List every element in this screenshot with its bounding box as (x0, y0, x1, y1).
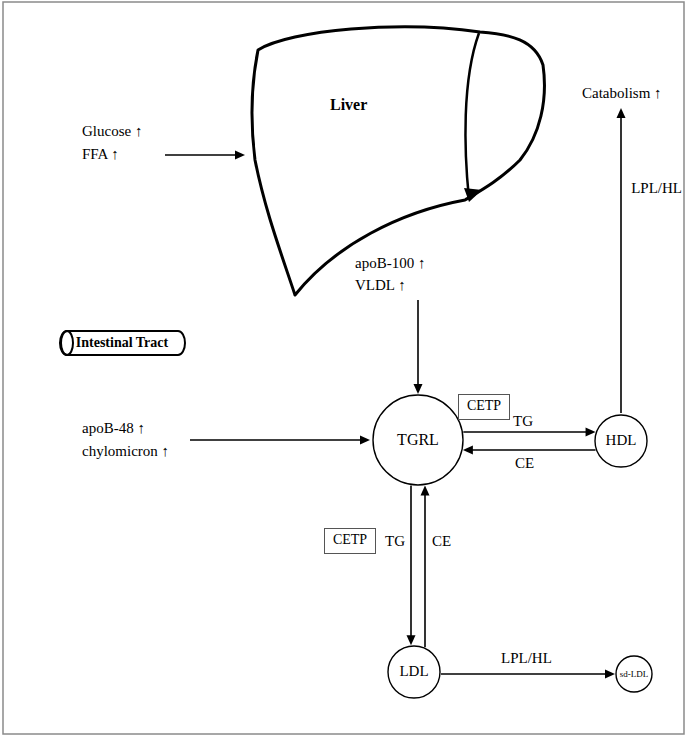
catabolism-arrow (617, 108, 626, 413)
edge-label: CE (514, 455, 535, 472)
annotation-text: apoB-100 ↑ (355, 255, 425, 272)
edge-label: LPL/HL (500, 650, 553, 667)
lipoprotein-circle: sd-LDL (615, 655, 653, 693)
annotation-text: Glucose ↑ (82, 123, 142, 140)
transfer-arrow (407, 485, 416, 645)
edge-label: TG (384, 533, 406, 550)
transfer-arrow (414, 300, 423, 394)
edge-label: CE (431, 533, 452, 550)
enzyme-box: CETP (458, 394, 510, 420)
annotation-text: apoB-48 ↑ (82, 420, 145, 437)
transfer-arrow (441, 670, 615, 679)
node-text: sd-LDL (620, 669, 649, 679)
enzyme-box: CETP (324, 528, 376, 554)
node-text: TGRL (397, 431, 439, 449)
transfer-arrow (421, 485, 430, 647)
annotation-text: LPL/HL (631, 180, 682, 197)
intestine-tube: Intestinal Tract (58, 329, 187, 357)
node-text: CETP (466, 398, 502, 414)
input-arrow (165, 151, 245, 160)
lipoprotein-circle: LDL (387, 645, 441, 699)
node-text: CETP (332, 532, 368, 548)
node-text: Liver (330, 96, 367, 114)
picture-frame (3, 2, 684, 734)
organ-label-holder: Liver (330, 96, 367, 114)
annotation-text: Catabolism ↑ (582, 85, 662, 102)
lipoprotein-circle: HDL (594, 414, 648, 468)
annotation-text: VLDL ↑ (355, 277, 406, 294)
node-text: Intestinal Tract (76, 335, 168, 351)
lipoprotein-circle: TGRL (372, 394, 464, 486)
edge-label: TG (512, 413, 534, 430)
node-text: LDL (399, 663, 428, 680)
annotation-text: FFA ↑ (82, 146, 119, 163)
input-arrow (190, 436, 370, 445)
transfer-arrow (463, 446, 596, 455)
annotation-text: chylomicron ↑ (82, 443, 169, 460)
node-text: HDL (606, 432, 637, 449)
